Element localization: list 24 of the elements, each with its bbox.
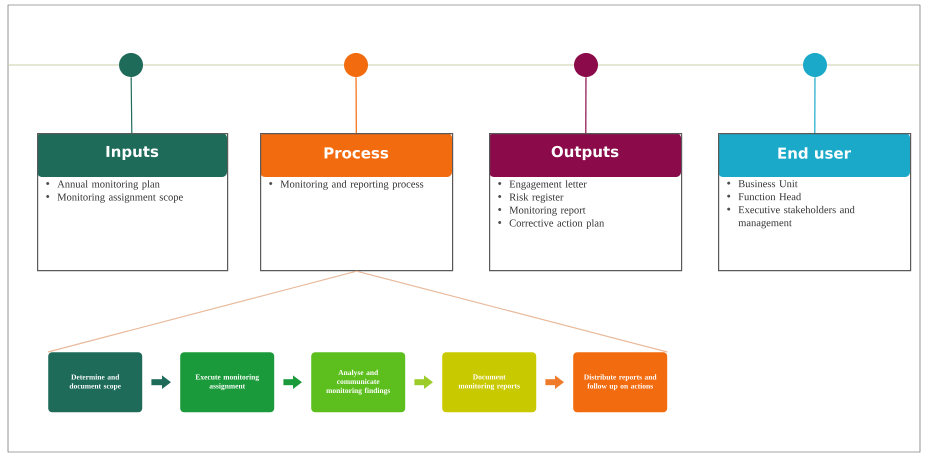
bullet-item: Risk register [510, 193, 564, 203]
connector-line [355, 77, 357, 133]
funnel-line [356, 270, 668, 353]
timeline-dot [574, 53, 598, 77]
connector-line [130, 77, 132, 133]
bullet-item: Monitoring report [510, 206, 586, 216]
card: Process Monitoring and reporting process [260, 133, 454, 272]
bullet-item: Function Head [738, 192, 802, 200]
connector-line [814, 77, 816, 133]
timeline-dot [119, 53, 143, 77]
bullet-item: Engagement letter [510, 180, 587, 190]
bullet-item: Corrective action plan [510, 219, 604, 229]
timeline-dot [803, 53, 827, 77]
connector-line [585, 77, 587, 133]
funnel-line [48, 270, 357, 353]
timeline-dot [344, 53, 368, 77]
card: End user Business Unit Function Head Executive stakeholders and management [718, 133, 912, 272]
card: Outputs Engagement letter Risk register Monitoring report Corrective action plan [489, 133, 682, 272]
card: Inputs Annual monitoring plan Monitoring assignment scope [37, 133, 228, 272]
bullet-item: Monitoring and reporting process [280, 180, 424, 190]
bullet-item: Annual monitoring plan [57, 180, 160, 190]
bullet-item: Business Unit [738, 180, 798, 188]
bullet-item: Executive stakeholders and management [738, 206, 855, 228]
bullet-item: Monitoring assignment scope [58, 194, 183, 203]
